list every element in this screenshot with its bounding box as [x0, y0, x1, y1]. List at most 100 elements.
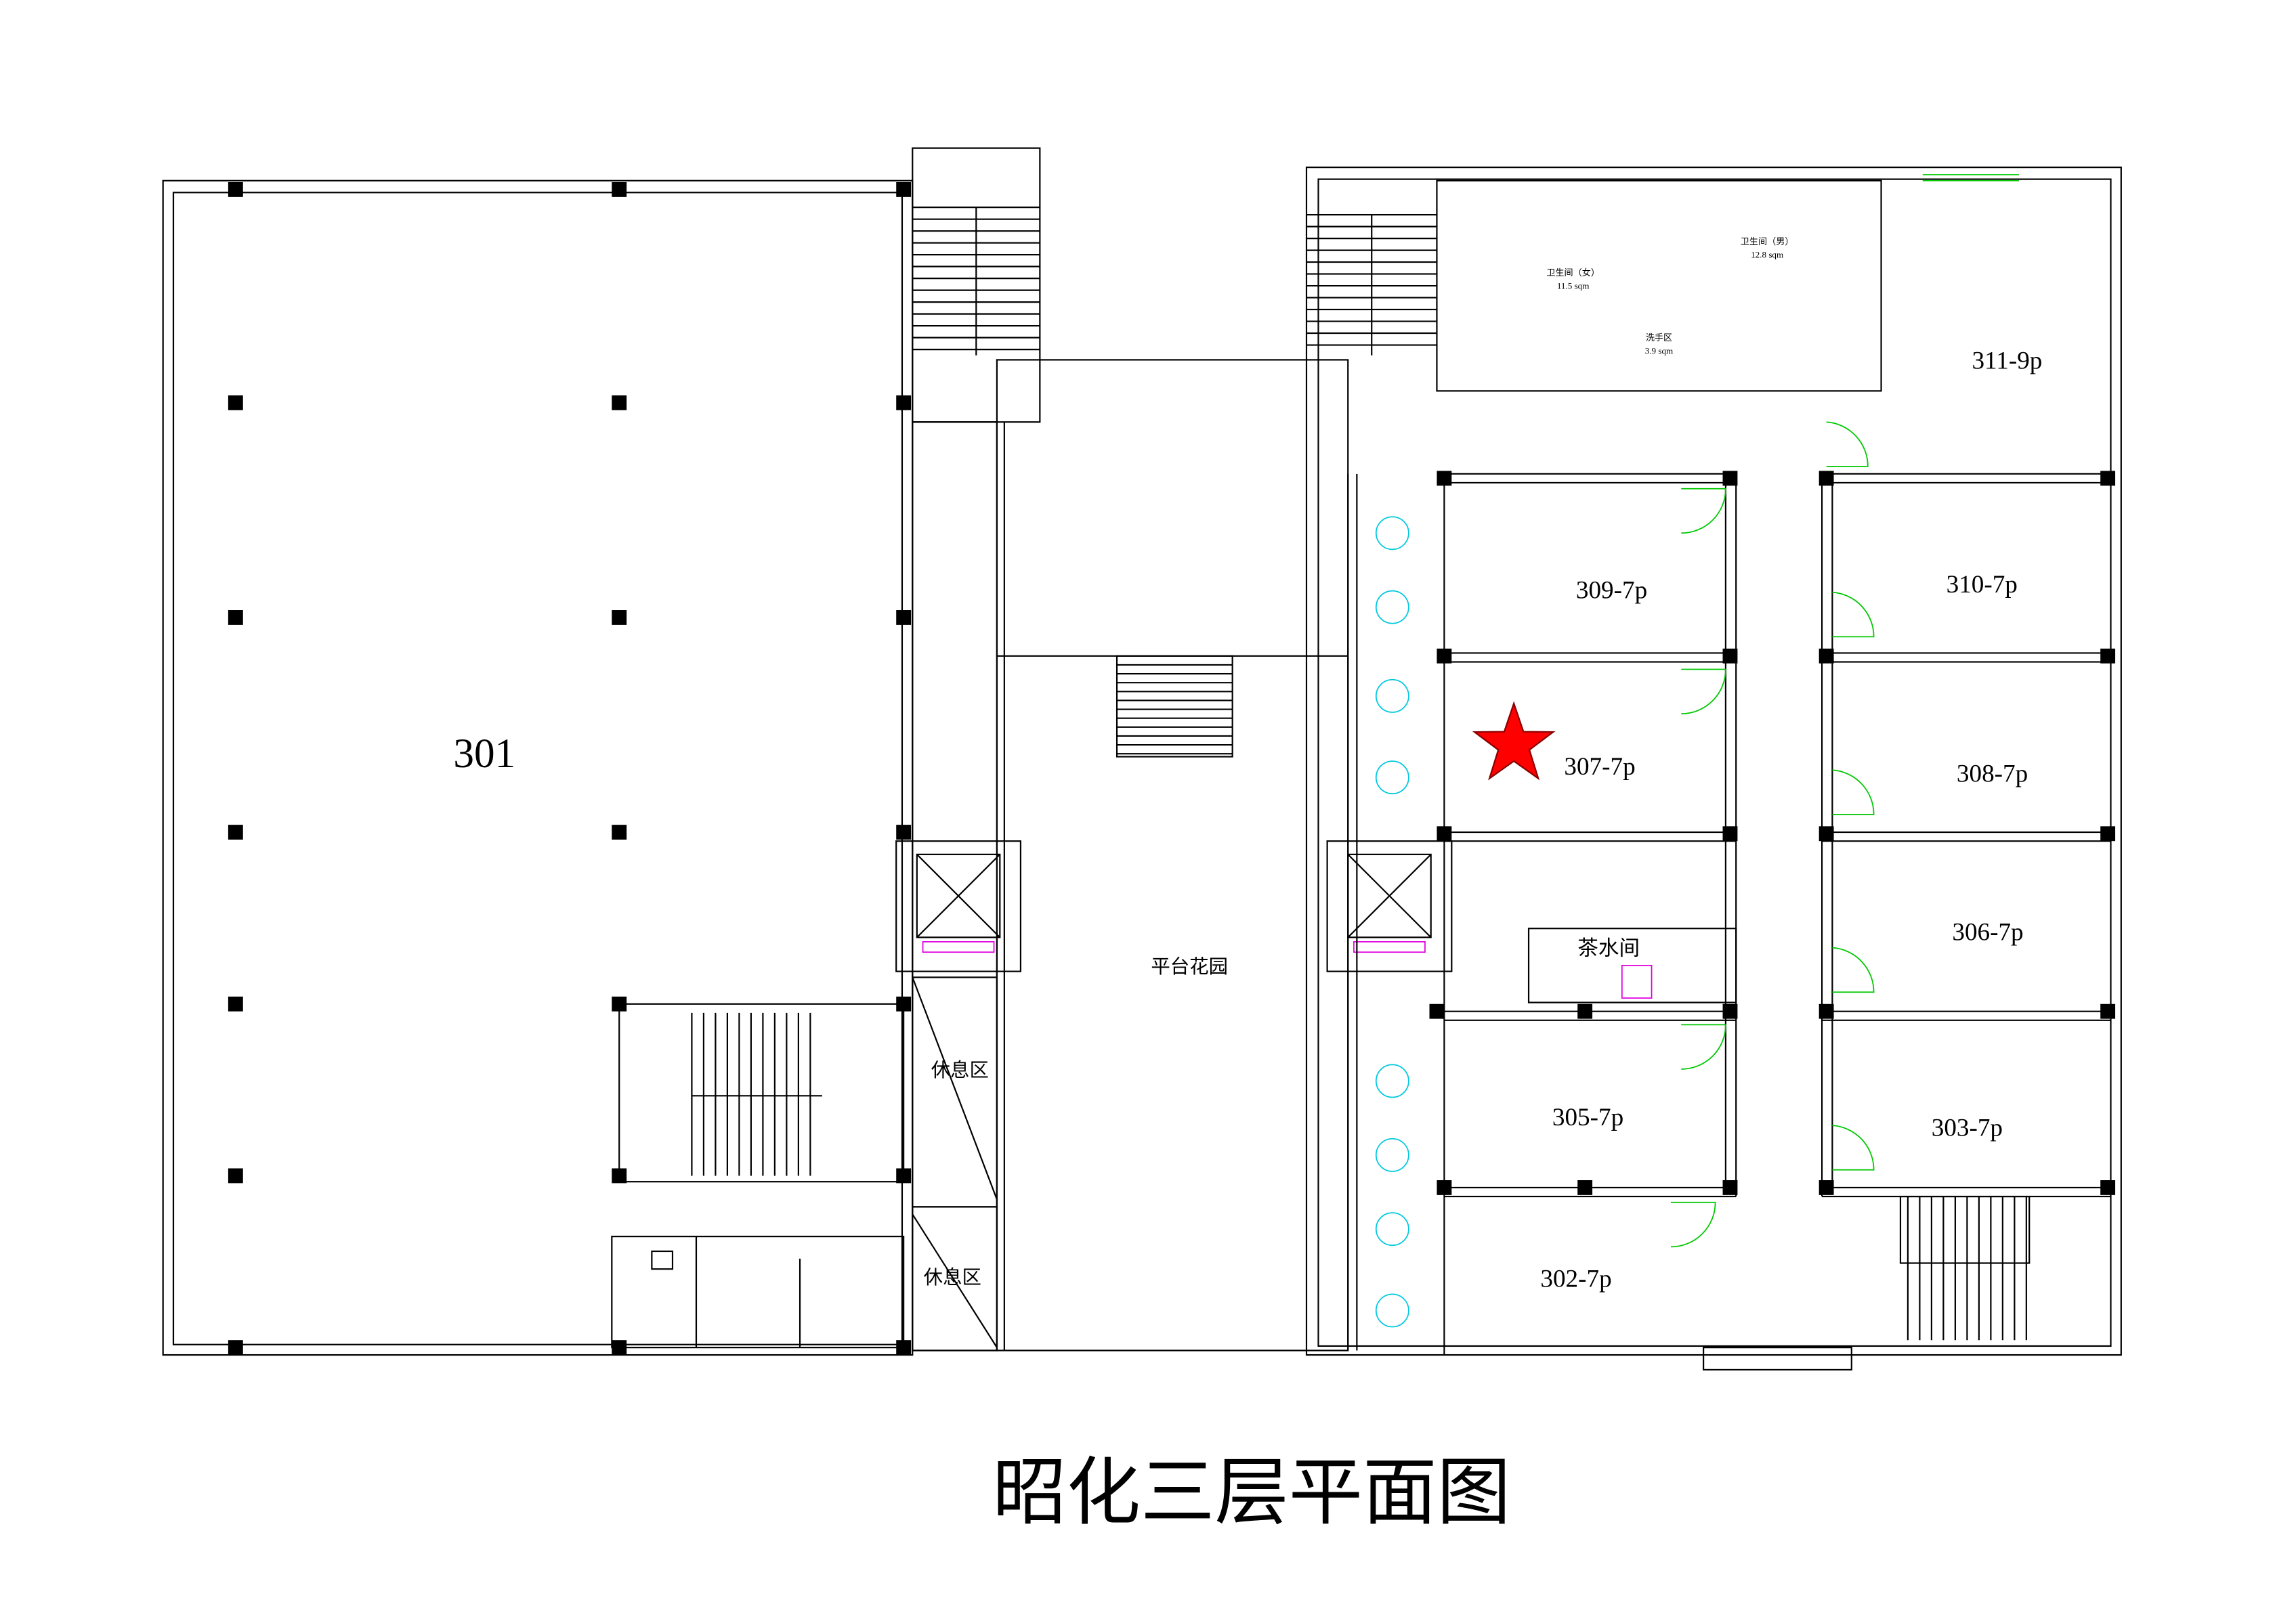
column — [1577, 1003, 1593, 1019]
door — [1832, 947, 1875, 993]
room-label-306: 306-7p — [1952, 919, 2023, 947]
column — [612, 996, 627, 1012]
tea-room-label: 茶水间 — [1577, 937, 1640, 960]
chair-icon — [1375, 1138, 1409, 1172]
male-restroom-area: 12.8 sqm — [1751, 250, 1783, 260]
column — [1722, 826, 1738, 842]
column — [612, 395, 627, 410]
column — [228, 1168, 243, 1184]
door — [1832, 1125, 1875, 1171]
room-label-305: 305-7p — [1552, 1104, 1623, 1131]
column — [228, 996, 243, 1012]
elevator-door — [1353, 941, 1426, 953]
column — [1722, 648, 1738, 664]
column — [228, 610, 243, 625]
plan-title: 昭化三层平面图 — [992, 1452, 1510, 1534]
column — [896, 1168, 912, 1184]
chair-icon — [1375, 1212, 1409, 1247]
door — [1681, 668, 1726, 714]
chair-icon — [1375, 678, 1409, 713]
column — [2100, 471, 2116, 486]
column — [896, 610, 912, 625]
room-label-308: 308-7p — [1957, 760, 2028, 788]
wall-line — [912, 976, 998, 1200]
wall — [1326, 840, 1453, 972]
column — [896, 1340, 912, 1356]
column — [1819, 1003, 1834, 1019]
column — [1577, 1180, 1593, 1195]
column — [2100, 1180, 2116, 1195]
door — [1826, 421, 1869, 467]
rest-area-label-1: 休息区 — [931, 1060, 989, 1081]
wall — [912, 1206, 998, 1352]
column — [612, 610, 627, 625]
door — [1832, 591, 1875, 638]
wall — [172, 192, 903, 1345]
chair-icon — [1375, 516, 1409, 550]
column — [2100, 1003, 2116, 1019]
wall — [996, 359, 1349, 1352]
wash-area-size: 3.9 sqm — [1645, 346, 1674, 356]
column — [2100, 826, 2116, 842]
elevator-cross — [1347, 854, 1432, 938]
chair-icon — [1375, 590, 1409, 624]
room-label-310: 310-7p — [1947, 571, 2018, 599]
room-label-309: 309-7p — [1576, 577, 1647, 605]
chair-icon — [1375, 1064, 1409, 1098]
room-label-311: 311-9p — [1972, 347, 2042, 375]
wall — [1115, 655, 1233, 758]
wall — [162, 179, 914, 1356]
column — [612, 1340, 627, 1356]
column — [228, 825, 243, 840]
chair-icon — [1375, 760, 1409, 795]
column — [1819, 826, 1834, 842]
wall — [895, 840, 1022, 972]
chair-icon — [1375, 1293, 1409, 1328]
door — [1681, 1024, 1726, 1070]
column — [1437, 471, 1452, 486]
room-label-301: 301 — [453, 731, 515, 777]
elevator-cross — [916, 854, 1001, 938]
female-restroom-label: 卫生间（女） — [1546, 267, 1600, 278]
restroom-block — [1436, 179, 1882, 392]
door — [1681, 488, 1726, 534]
rest-area-label-2: 休息区 — [924, 1267, 981, 1289]
column — [1819, 648, 1834, 664]
door — [1832, 769, 1875, 815]
room-label-303: 303-7p — [1932, 1114, 2003, 1142]
column — [896, 395, 912, 410]
wall — [1899, 1195, 2031, 1264]
room-label-307: 307-7p — [1564, 753, 1635, 781]
walls — [162, 147, 2122, 1371]
column — [896, 825, 912, 840]
male-restroom-label: 卫生间（男） — [1741, 236, 1794, 246]
wall-line — [912, 1213, 998, 1348]
column — [1722, 471, 1738, 486]
column — [1437, 1180, 1452, 1195]
column — [612, 181, 627, 197]
column — [896, 996, 912, 1012]
column — [228, 1340, 243, 1356]
column — [896, 181, 912, 197]
column — [1819, 1180, 1834, 1195]
column — [612, 825, 627, 840]
column — [1722, 1180, 1738, 1195]
column — [612, 1168, 627, 1184]
column — [1437, 648, 1452, 664]
wash-area-label: 洗手区 — [1646, 332, 1672, 343]
location-star-icon — [1472, 701, 1556, 781]
door — [1670, 1201, 1716, 1248]
wall — [611, 1236, 905, 1349]
garden-label: 平台花园 — [1151, 956, 1228, 978]
wall — [1317, 178, 2112, 1347]
tea-cabinet — [1621, 965, 1653, 999]
female-restroom-area: 11.5 sqm — [1557, 280, 1590, 290]
entrance — [1703, 1347, 1852, 1371]
column — [2100, 648, 2116, 664]
elevator-door — [922, 941, 995, 953]
column — [1429, 1003, 1445, 1019]
wall — [618, 1003, 905, 1183]
column — [228, 181, 243, 197]
